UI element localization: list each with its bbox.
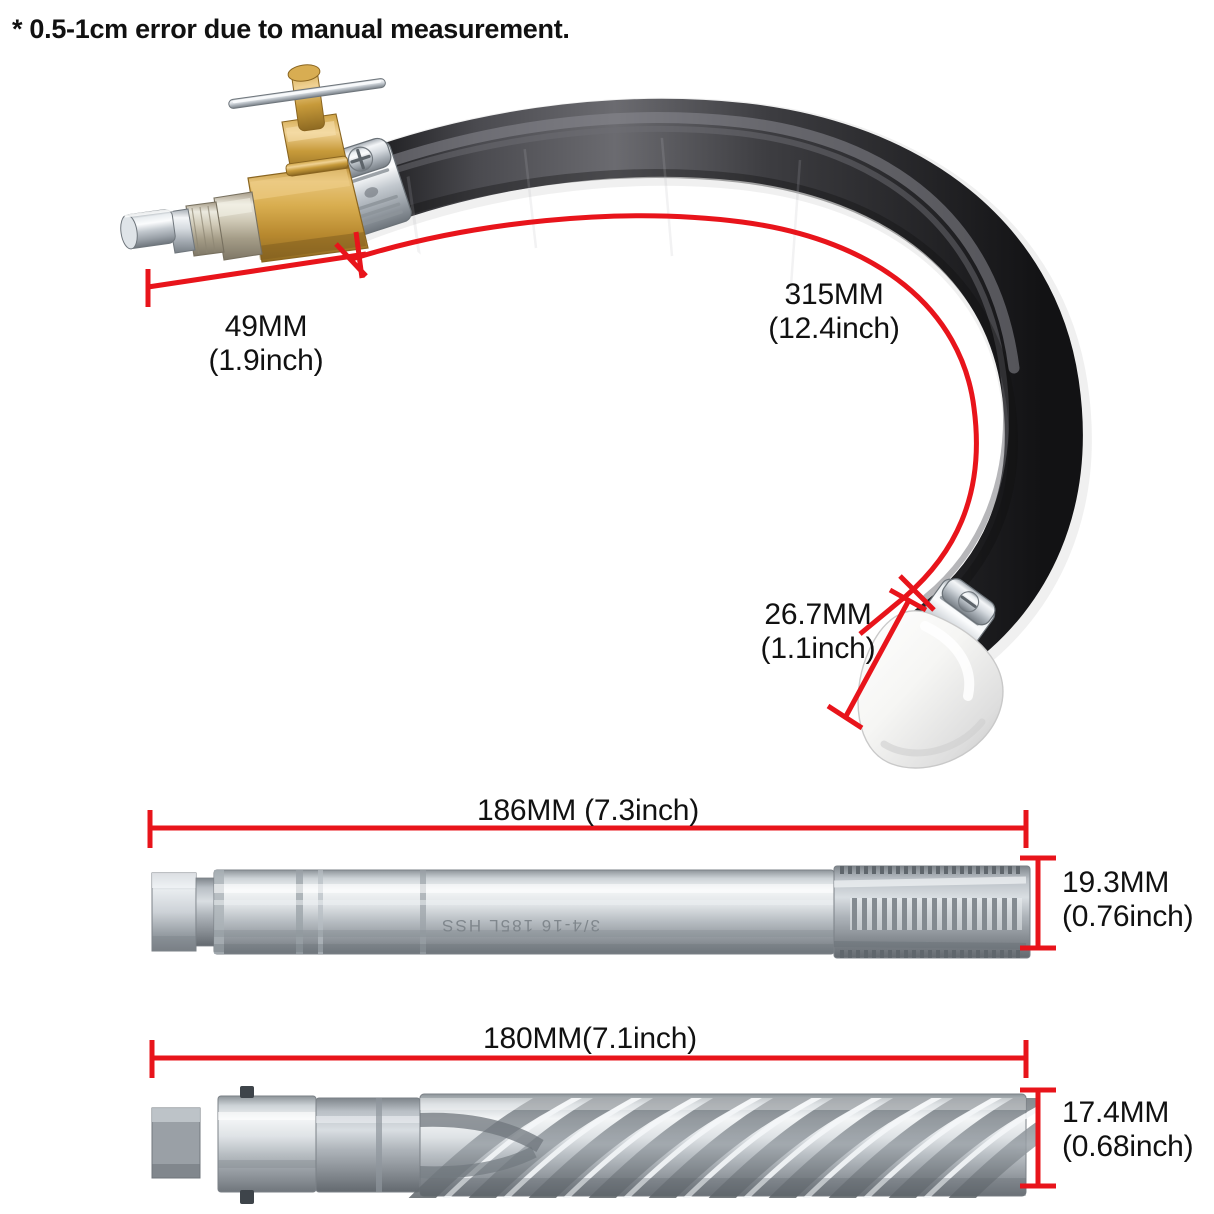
spiral-flute-reamer [151, 1086, 1040, 1204]
dim-label-valve-length: 49MM (1.9inch) [196, 310, 336, 378]
dim-label-tip-length: 26.7MM (1.1inch) [728, 598, 908, 666]
quick-connect-nipple [120, 191, 263, 261]
dim-label-tap-diameter-inch: (0.76inch) [1062, 900, 1194, 934]
dim-label-hose-length-mm: 315MM [784, 278, 884, 311]
dim-label-tap-diameter-mm: 19.3MM [1062, 866, 1170, 899]
dim-label-reamer-diameter: 17.4MM (0.68inch) [1062, 1096, 1194, 1164]
brass-valve-body [247, 163, 369, 263]
dim-label-valve-length-inch: (1.9inch) [208, 344, 324, 378]
set-screw-top [240, 1086, 254, 1098]
dim-label-hose-length: 315MM (12.4inch) [744, 278, 924, 346]
dim-label-tap-diameter: 19.3MM (0.76inch) [1062, 866, 1194, 934]
dim-label-valve-length-mm: 49MM [224, 310, 308, 343]
dim-label-tap-length: 186MM (7.3inch) [476, 794, 700, 827]
needle-valve-t-handle [228, 64, 386, 177]
dim-label-tip-length-mm: 26.7MM [764, 598, 872, 631]
dim-label-reamer-diameter-inch: (0.68inch) [1062, 1130, 1194, 1164]
tap-thread-section [833, 865, 1031, 959]
dim-label-hose-length-inch: (12.4inch) [768, 312, 900, 346]
measurement-error-note: * 0.5-1cm error due to manual measuremen… [12, 14, 570, 44]
set-screw-bottom [240, 1190, 254, 1204]
tap-engraving: 3/4-16 185L HSS [440, 916, 600, 935]
dim-label-reamer-diameter-mm: 17.4MM [1062, 1096, 1170, 1129]
dim-label-tip-length-inch: (1.1inch) [760, 632, 876, 666]
hss-thread-tap: 3/4-16 185L HSS [151, 865, 1031, 959]
dim-label-reamer-length: 180MM(7.1inch) [483, 1022, 697, 1055]
reamer-flutes [403, 1098, 1040, 1198]
